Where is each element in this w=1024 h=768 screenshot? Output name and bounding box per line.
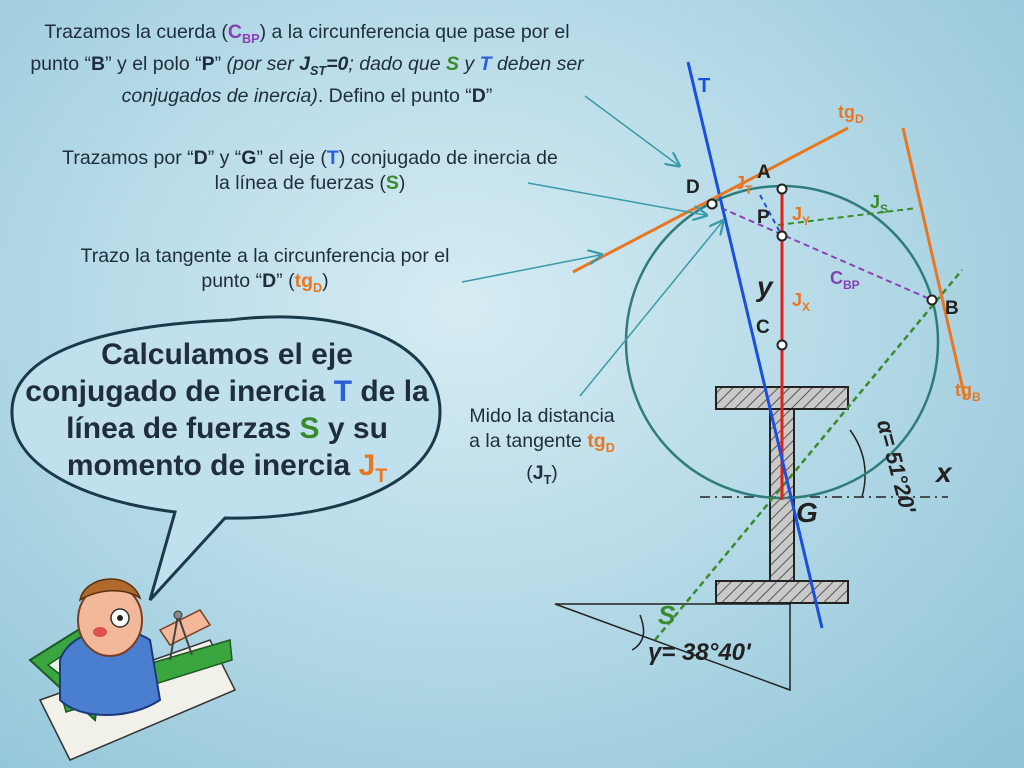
label-tgD: tgD bbox=[838, 102, 864, 126]
t1-D: D bbox=[471, 84, 486, 107]
point-C bbox=[776, 339, 788, 351]
t1-part: ” y el polo “ bbox=[105, 52, 202, 75]
label-tgB: tgB bbox=[955, 380, 981, 404]
label-C: C bbox=[756, 317, 770, 338]
t1-part: . Defino el punto “ bbox=[317, 84, 472, 107]
t1-part: Trazamos la cuerda ( bbox=[44, 21, 228, 43]
t1-P: P bbox=[201, 52, 215, 75]
point-A bbox=[776, 183, 788, 195]
step3-text: Trazo la tangente a la circunferencia po… bbox=[80, 245, 450, 295]
arrow-3 bbox=[461, 255, 600, 283]
step4-text: Mido la distancia a la tangente tgD (JT) bbox=[469, 405, 615, 487]
label-D: D bbox=[686, 177, 700, 198]
label-S: S bbox=[658, 600, 676, 630]
label-B: B bbox=[945, 298, 959, 319]
line-T bbox=[686, 61, 824, 629]
gamma-arc bbox=[631, 614, 645, 651]
t1-part: ” bbox=[214, 52, 227, 75]
arrow-2 bbox=[527, 182, 705, 215]
t1-italic: (por ser JST=0; dado que S y T deben ser… bbox=[121, 52, 584, 107]
arrow-4 bbox=[579, 222, 722, 397]
label-JT: JT bbox=[735, 173, 753, 197]
t1-cbp: CBP bbox=[227, 21, 260, 46]
t1-part: ” bbox=[485, 84, 493, 107]
point-P bbox=[776, 230, 788, 242]
step1-text: Trazamos la cuerda (CBP) a la circunfere… bbox=[28, 20, 586, 109]
speech-bubble bbox=[10, 315, 442, 602]
segment-JT bbox=[759, 194, 783, 237]
label-CBP: CBP bbox=[830, 268, 860, 292]
bubble-text: Calculamos el eje conjugado de inercia T… bbox=[25, 338, 429, 487]
engineer-illustration bbox=[28, 578, 237, 761]
label-G: G bbox=[796, 497, 818, 528]
label-gamma: γ= 38°40' bbox=[648, 639, 752, 666]
t1-part: ) a la circunferencia que pase por el pu… bbox=[30, 21, 570, 75]
segment-JS bbox=[777, 207, 918, 226]
line-S bbox=[654, 269, 963, 641]
label-x: x bbox=[934, 457, 953, 488]
reference-triangle bbox=[554, 603, 791, 692]
label-T: T bbox=[698, 75, 710, 97]
label-A: A bbox=[757, 162, 771, 183]
arrow-1 bbox=[584, 95, 678, 165]
label-JY: JY bbox=[792, 204, 810, 228]
alpha-arc bbox=[849, 429, 866, 498]
label-JS: JS bbox=[870, 192, 888, 216]
step2-text: Trazamos por “D” y “G” el eje (T) conjug… bbox=[62, 147, 558, 194]
chord-CBP bbox=[711, 203, 933, 301]
t1-B: B bbox=[91, 52, 106, 75]
point-D bbox=[706, 198, 718, 210]
label-JX: JX bbox=[792, 290, 810, 314]
tangent-tgB bbox=[901, 127, 967, 399]
point-B bbox=[926, 294, 938, 306]
label-P: P bbox=[757, 207, 770, 228]
label-alpha: α= 51°20' bbox=[872, 417, 921, 517]
beam-bottom-flange bbox=[715, 580, 849, 604]
label-y: y bbox=[755, 271, 774, 302]
